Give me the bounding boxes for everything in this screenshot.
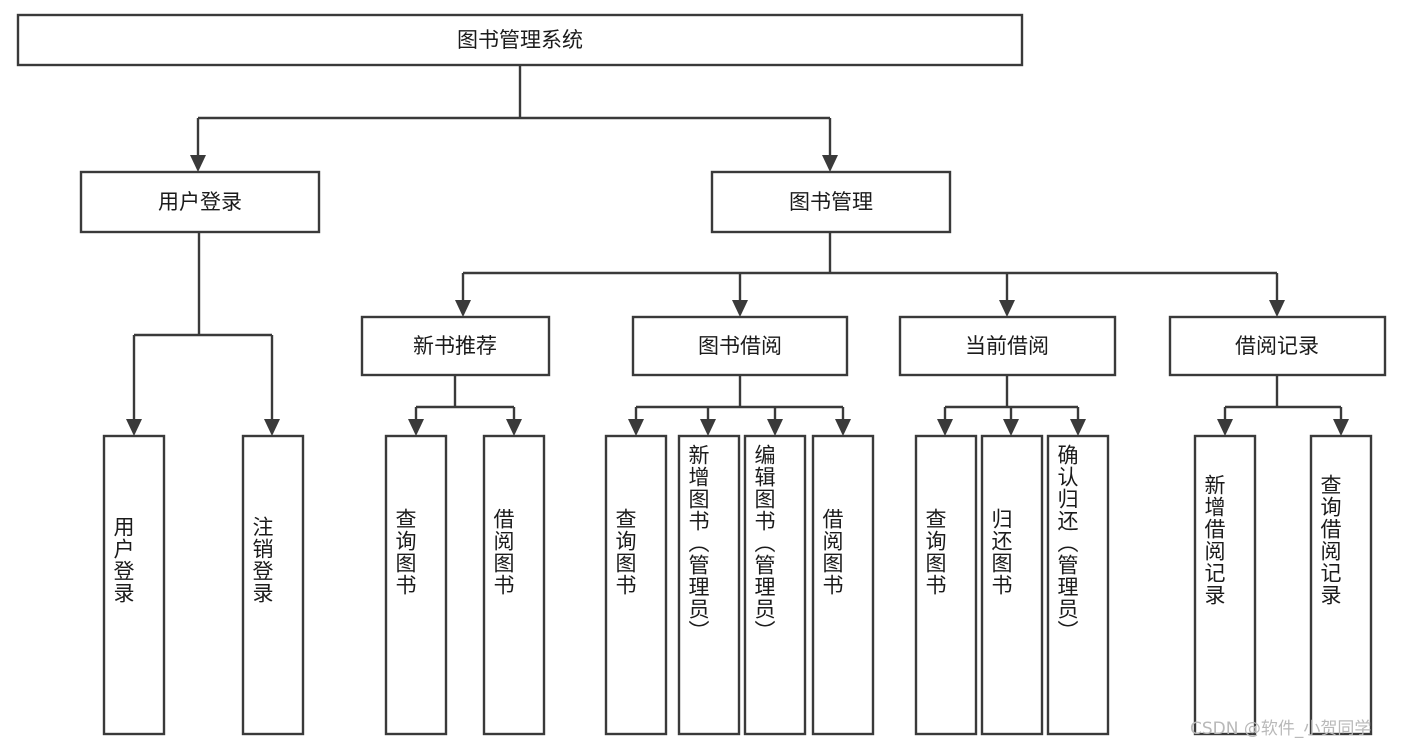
leaf-box-add-book[interactable]	[677, 434, 741, 736]
node-current-borrow-box[interactable]	[898, 315, 1117, 377]
node-current-borrow-label: 当前借阅	[965, 334, 1049, 358]
leaf-box-edit-book[interactable]	[743, 434, 807, 736]
arrow-user-login-leaf1	[126, 419, 142, 436]
arrow-borrow-records-leaf1	[1217, 419, 1233, 436]
leaf-boxes-user-login	[102, 434, 305, 736]
leaf-box-query-book-2[interactable]	[604, 434, 668, 736]
watermark-text: CSDN @软件_小贺同学	[1190, 719, 1372, 739]
leaf-boxes-current-borrow	[914, 434, 1110, 736]
node-book-management-label: 图书管理	[789, 190, 873, 214]
arrow-to-book-mgmt	[822, 155, 838, 172]
leaf-box-query-record[interactable]	[1309, 434, 1373, 736]
leaf-box-borrow-book-2[interactable]	[811, 434, 875, 736]
node-book-management-box[interactable]	[710, 170, 952, 234]
arrow-book-borrow-leaf2	[700, 419, 716, 436]
arrow-to-current-borrow	[999, 300, 1015, 317]
edges-current-borrow-to-leaves	[937, 375, 1086, 436]
edges-borrow-records-to-leaves	[1217, 375, 1349, 436]
arrow-new-book-leaf1	[408, 419, 424, 436]
arrow-to-user-login	[190, 155, 206, 172]
node-new-book-recommend-label: 新书推荐	[413, 334, 497, 358]
arrow-new-book-leaf2	[506, 419, 522, 436]
edges-new-book-to-leaves	[408, 375, 522, 436]
node-book-borrow-label: 图书借阅	[698, 334, 782, 358]
node-root[interactable]: 图书管理系统	[16, 13, 1024, 67]
node-book-borrow[interactable]: 图书借阅	[631, 315, 849, 377]
leaf-boxes-new-book	[384, 434, 546, 736]
arrow-to-new-book	[455, 300, 471, 317]
node-new-book-recommend[interactable]: 新书推荐	[360, 315, 551, 377]
node-book-management[interactable]: 图书管理	[710, 170, 952, 234]
leaf-box-borrow-book-1[interactable]	[482, 434, 546, 736]
arrow-current-borrow-leaf1	[937, 419, 953, 436]
leaf-box-query-book-3[interactable]	[914, 434, 978, 736]
arrow-book-borrow-leaf1	[628, 419, 644, 436]
node-borrow-records-label: 借阅记录	[1235, 334, 1319, 358]
arrow-to-borrow-records	[1269, 300, 1285, 317]
leaf-box-confirm-return[interactable]	[1046, 434, 1110, 736]
arrow-book-borrow-leaf3	[767, 419, 783, 436]
node-root-box[interactable]	[16, 13, 1024, 67]
node-root-label: 图书管理系统	[457, 28, 583, 52]
node-user-login-label: 用户登录	[158, 190, 242, 214]
arrow-borrow-records-leaf2	[1333, 419, 1349, 436]
arrow-user-login-leaf2	[264, 419, 280, 436]
arrow-book-borrow-leaf4	[835, 419, 851, 436]
node-user-login[interactable]: 用户登录	[79, 170, 321, 234]
node-current-borrow[interactable]: 当前借阅	[898, 315, 1117, 377]
edges-book-borrow-to-leaves	[628, 375, 851, 436]
leaf-box-return-book[interactable]	[980, 434, 1044, 736]
leaf-boxes-borrow-records	[1193, 434, 1373, 736]
edges-book-mgmt-to-level2	[455, 232, 1285, 317]
node-new-book-recommend-box[interactable]	[360, 315, 551, 377]
edges-root-to-level1	[190, 65, 838, 172]
leaf-box-logout[interactable]	[241, 434, 305, 736]
node-borrow-records-box[interactable]	[1168, 315, 1387, 377]
leaf-box-add-record[interactable]	[1193, 434, 1257, 736]
node-book-borrow-box[interactable]	[631, 315, 849, 377]
node-borrow-records[interactable]: 借阅记录	[1168, 315, 1387, 377]
leaf-box-query-book-1[interactable]	[384, 434, 448, 736]
leaf-boxes-book-borrow	[604, 434, 875, 736]
edges-user-login-to-leaves	[126, 232, 280, 436]
node-user-login-box[interactable]	[79, 170, 321, 234]
arrow-current-borrow-leaf2	[1003, 419, 1019, 436]
leaf-box-user-login[interactable]	[102, 434, 166, 736]
arrow-to-book-borrow	[732, 300, 748, 317]
arrow-current-borrow-leaf3	[1070, 419, 1086, 436]
